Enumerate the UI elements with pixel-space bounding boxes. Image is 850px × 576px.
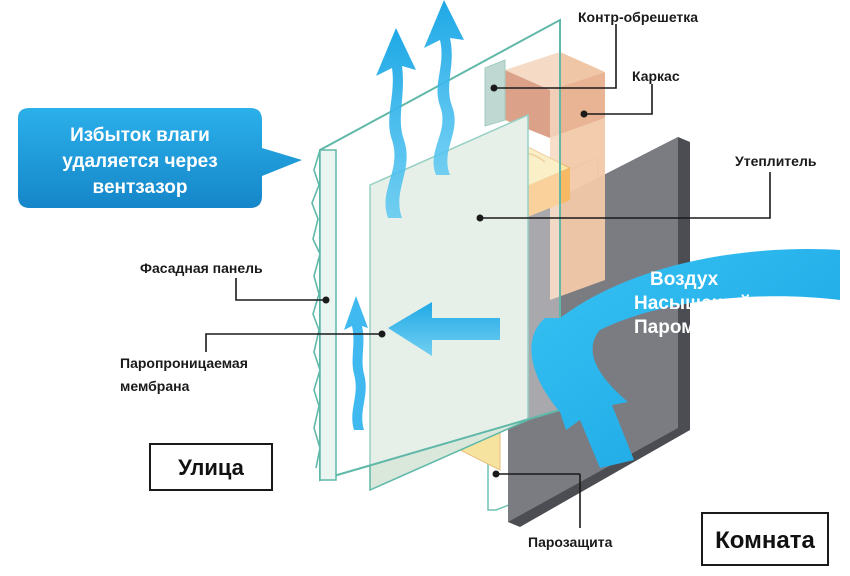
- bubble-line-3: вентзазор: [93, 177, 188, 198]
- room-label: Комната: [715, 527, 815, 554]
- facade-panel-edge: [319, 149, 337, 481]
- bubble-line-1: Избыток влаги: [70, 125, 210, 146]
- facade-panel-rough-edge: [311, 149, 321, 469]
- vent-arrows: [344, 0, 464, 430]
- air-line-3: Паром: [634, 317, 695, 338]
- label-membrane-2: мембрана: [120, 378, 190, 394]
- label-frame: Каркас: [632, 68, 680, 84]
- label-facade-panel: Фасадная панель: [140, 260, 263, 276]
- air-line-2: Насыщеный: [634, 293, 751, 314]
- leader-lines: [205, 24, 771, 528]
- label-vapor-barrier: Парозащита: [528, 534, 613, 550]
- label-membrane-1: Паропроницаемая: [120, 355, 248, 371]
- moisture-bubble: Избыток влаги удаляется через вентзазор: [18, 108, 302, 208]
- room-box: Комната: [701, 512, 829, 566]
- air-line-1: Воздух: [650, 269, 719, 290]
- frame-top: [505, 52, 605, 90]
- vapor-arrow-left: [388, 302, 500, 356]
- label-counter-batten: Контр-обрешетка: [578, 9, 698, 25]
- frame-body: [550, 118, 605, 300]
- street-box: Улица: [149, 443, 273, 491]
- bubble-line-2: удаляется через: [62, 151, 217, 172]
- counter-batten: [484, 59, 506, 127]
- label-insulation: Утеплитель: [735, 153, 817, 169]
- small-vent-arrow: [344, 296, 368, 430]
- room-air-arrow: [531, 249, 840, 468]
- street-label: Улица: [178, 455, 245, 480]
